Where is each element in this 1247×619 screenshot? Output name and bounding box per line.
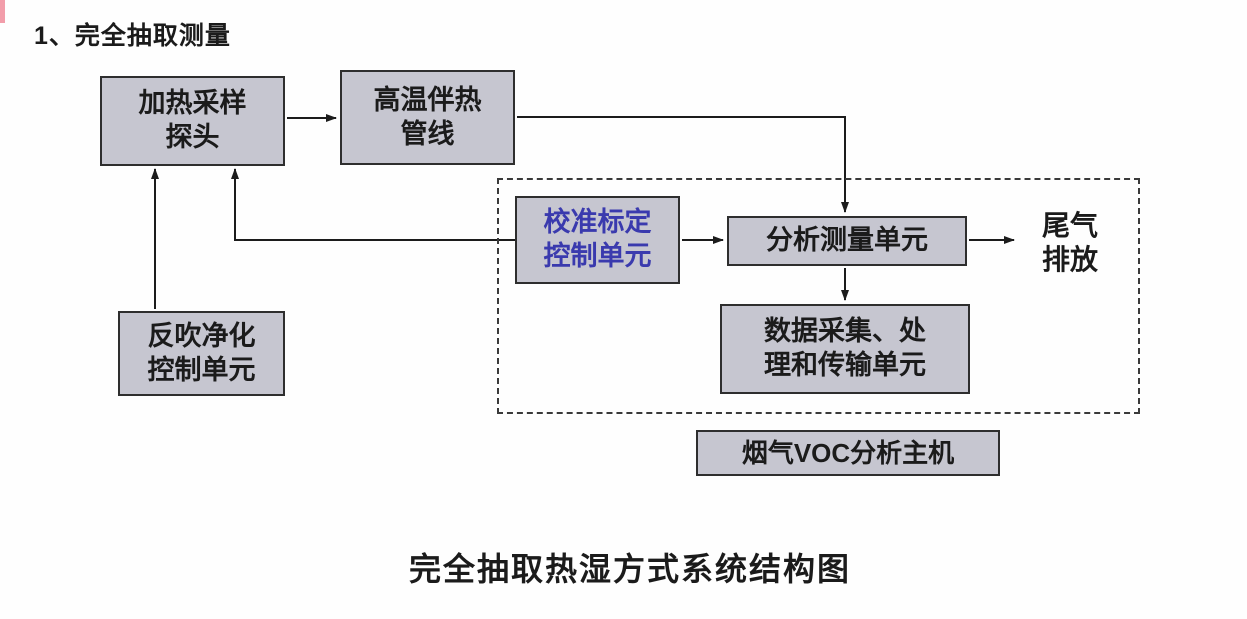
node-voc-analyzer-host-label: 烟气VOC分析主机 <box>696 430 1000 476</box>
analyzer-host-frame <box>497 178 1140 414</box>
left-edge-marker <box>0 0 5 23</box>
exhaust-outlet-label: 尾气 排放 <box>1041 210 1098 275</box>
node-calibration-control-unit: 校准标定 控制单元 <box>515 196 680 284</box>
node-heated-sampling-probe: 加热采样 探头 <box>100 76 285 166</box>
diagram-caption: 完全抽取热湿方式系统结构图 <box>408 551 851 587</box>
arrow-calibration-to-probe <box>231 168 515 241</box>
node-blowback-purge-unit: 反吹净化 控制单元 <box>118 311 285 396</box>
section-heading: 1、完全抽取测量 <box>34 22 231 50</box>
node-heat-traced-line: 高温伴热 管线 <box>340 70 515 165</box>
node-data-processing-unit: 数据采集、处 理和传输单元 <box>720 304 970 394</box>
node-analysis-measurement-unit: 分析测量单元 <box>727 216 967 266</box>
